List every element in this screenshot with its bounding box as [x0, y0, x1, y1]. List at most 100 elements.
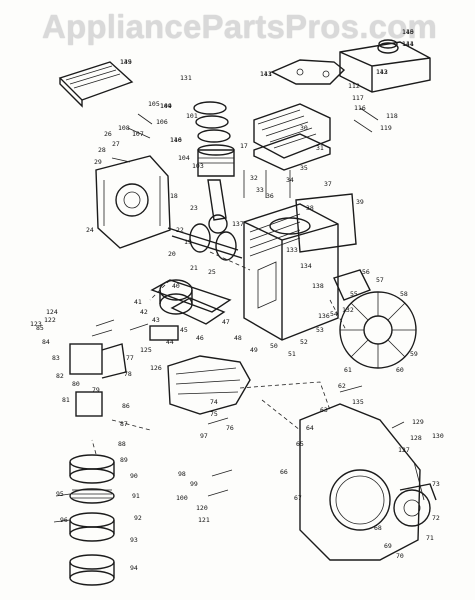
callout-number: 95: [56, 490, 64, 498]
callout-number: 60: [396, 366, 404, 374]
callout-number: 73: [432, 480, 440, 488]
callout-number: 129: [412, 418, 424, 426]
ignition-coil-part: [333, 269, 371, 301]
callout-number: 47: [222, 318, 230, 326]
callout-number: 132: [342, 306, 354, 314]
callout-number: 136: [318, 312, 330, 320]
callout-number: 36: [266, 192, 274, 200]
callout-number: 21: [190, 264, 198, 272]
callout-number: 27: [112, 140, 120, 148]
crankcase-cover-part: [95, 155, 171, 249]
callout-labels: 1451151141131111091101121071051061041031…: [30, 28, 444, 572]
air-baffle-part: [295, 193, 357, 253]
callout-number: 97: [200, 432, 208, 440]
callout-number: 82: [56, 372, 64, 380]
callout-number: 18: [170, 192, 178, 200]
callout-number: 70: [396, 552, 404, 560]
callout-number: 125: [140, 346, 152, 354]
callout-number: 57: [376, 276, 384, 284]
callout-number: 81: [62, 396, 70, 404]
callout-number: 135: [352, 398, 364, 406]
callout-number: 144: [160, 102, 172, 110]
callout-number: 111: [260, 70, 272, 78]
callout-number: 50: [270, 342, 278, 350]
callout-number: 78: [124, 370, 132, 378]
callout-number: 39: [356, 198, 364, 206]
callout-number: 90: [130, 472, 138, 480]
assembly-leader-lines: [91, 251, 347, 455]
callout-number: 76: [226, 424, 234, 432]
callout-number: 46: [196, 334, 204, 342]
callout-number: 139: [120, 58, 132, 66]
callout-number: 89: [120, 456, 128, 464]
callout-number: 115: [402, 28, 414, 36]
callout-number: 63: [320, 406, 328, 414]
callout-number: 107: [132, 130, 144, 138]
callout-number: 71: [426, 534, 434, 542]
piston-part: [197, 144, 235, 177]
callout-number: 83: [52, 354, 60, 362]
callout-number: 55: [350, 290, 358, 298]
callout-number: 31: [316, 144, 324, 152]
callout-number: 100: [176, 494, 188, 502]
callout-number: 120: [196, 504, 208, 512]
callout-number: 94: [130, 564, 138, 572]
callout-number: 88: [118, 440, 126, 448]
callout-number: 54: [330, 310, 338, 318]
callout-number: 72: [432, 514, 440, 522]
callout-number: 41: [134, 298, 142, 306]
callout-number: 33: [256, 186, 264, 194]
callout-number: 119: [380, 124, 392, 132]
callout-number: 86: [122, 402, 130, 410]
callout-number: 38: [306, 204, 314, 212]
callout-number: 109: [160, 102, 172, 110]
callout-number: 145: [120, 58, 132, 66]
callout-number: 140: [402, 28, 414, 36]
callout-number: 138: [312, 282, 324, 290]
cylinder-block-part: [243, 203, 339, 341]
callout-number: 105: [148, 100, 160, 108]
callout-number: 49: [250, 346, 258, 354]
callout-number: 69: [384, 542, 392, 550]
air-cleaner-part: [69, 454, 115, 586]
hardware-parts: [53, 107, 425, 523]
callout-number: 103: [192, 162, 204, 170]
callout-number: 101: [186, 112, 198, 120]
callout-number: 30: [300, 124, 308, 132]
callout-number: 130: [432, 432, 444, 440]
callout-number: 87: [120, 420, 128, 428]
callout-number: 121: [198, 516, 210, 524]
flywheel-screen-part: [167, 355, 251, 415]
connecting-rod-part: [207, 179, 228, 234]
callout-number: 26: [104, 130, 112, 138]
piston-rings-part: [193, 101, 231, 143]
callout-number: 122: [44, 316, 56, 324]
callout-number: 93: [130, 536, 138, 544]
callout-number: 117: [352, 94, 364, 102]
callout-number: 128: [410, 434, 422, 442]
callout-number: 34: [286, 176, 294, 184]
callout-number: 62: [338, 382, 346, 390]
callout-number: 112: [348, 82, 360, 90]
callout-number: 56: [362, 268, 370, 276]
callout-number: 23: [190, 204, 198, 212]
callout-number: 61: [344, 366, 352, 374]
owners-manual-part: [58, 61, 134, 108]
flywheel-part: [339, 291, 417, 369]
callout-number: 25: [208, 268, 216, 276]
callout-number: 108: [118, 124, 130, 132]
callout-number: 67: [294, 494, 302, 502]
callout-number: 114: [402, 40, 414, 48]
callout-number: 74: [210, 398, 218, 406]
callout-number: 68: [374, 524, 382, 532]
callout-number: 123: [30, 320, 42, 328]
cylinder-head-part: [253, 103, 331, 171]
callout-number: 126: [150, 364, 162, 372]
callout-number: 106: [156, 118, 168, 126]
callout-number: 64: [306, 424, 314, 432]
callout-number: 141: [402, 40, 414, 48]
callout-number: 44: [166, 338, 174, 346]
callout-number: 110: [170, 136, 182, 144]
